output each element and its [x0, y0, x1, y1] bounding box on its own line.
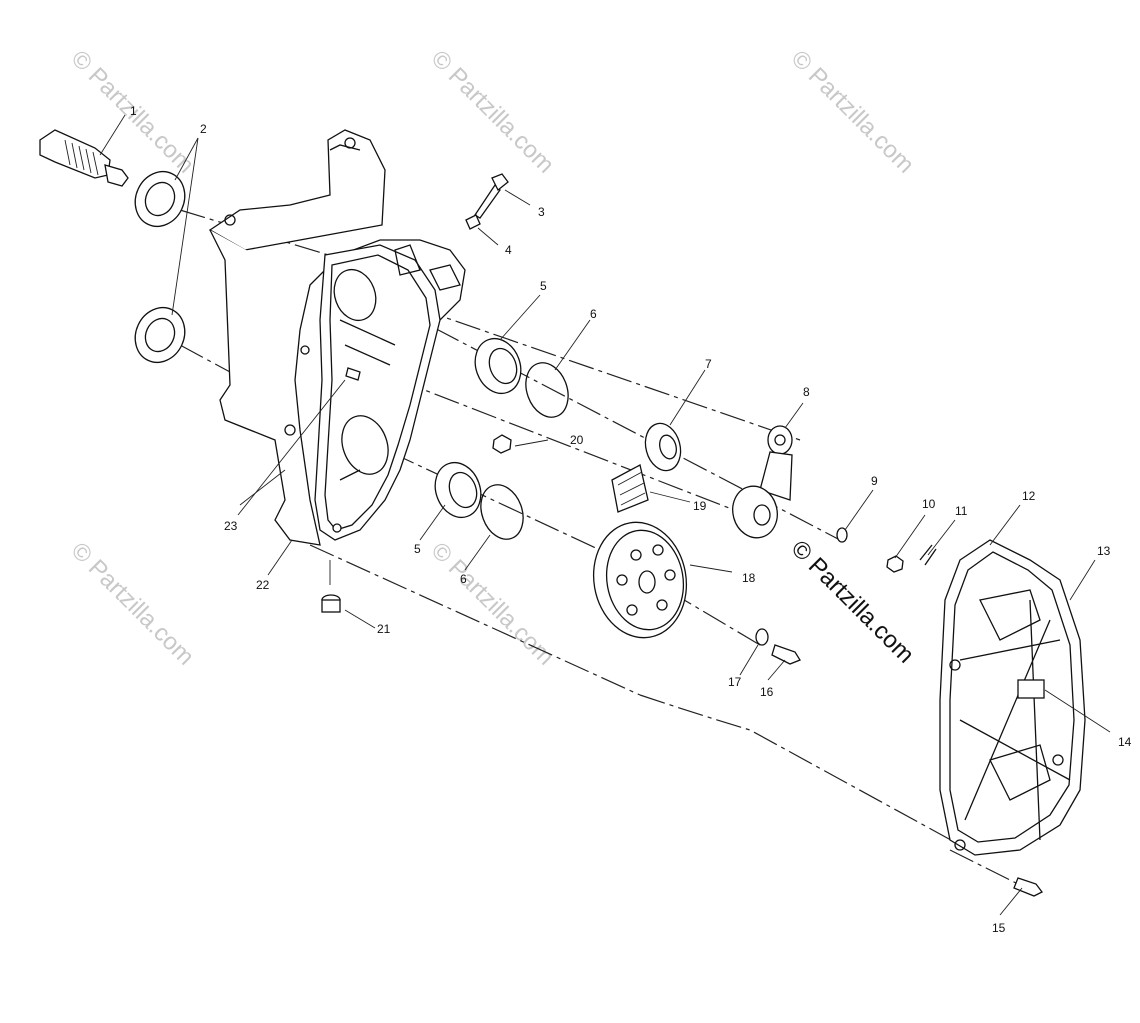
- callout-17: 17: [728, 675, 742, 689]
- callout-12: 12: [1022, 489, 1036, 503]
- callout-19: 19: [693, 499, 707, 513]
- part-chain: [611, 464, 649, 513]
- callout-4: 4: [505, 243, 512, 257]
- chaincase-housing: [208, 129, 466, 546]
- callout-23: 23: [224, 519, 238, 533]
- part-sprocket-small: [644, 422, 682, 472]
- callout-21: 21: [377, 622, 391, 636]
- part-bearings: [434, 337, 522, 519]
- callout-5b: 5: [414, 542, 421, 556]
- part-seals: [134, 171, 186, 363]
- callout-3: 3: [538, 205, 545, 219]
- part-bolt-and-nut: [465, 173, 509, 230]
- callout-6b: 6: [460, 572, 467, 586]
- part-cover-bolt: [1013, 877, 1043, 897]
- callout-15: 15: [992, 921, 1006, 935]
- callout-13: 13: [1097, 544, 1111, 558]
- part-shaft: [39, 129, 129, 187]
- watermark-main-text: © Partzilla.com: [786, 535, 919, 668]
- callout-labels: 1 2 3 4 5 6 7 8 9 10 11 12 13 14 15 16 1…: [130, 104, 1132, 935]
- callout-7: 7: [705, 357, 712, 371]
- part-plug: [321, 594, 341, 613]
- part-chaincase-cover: [939, 539, 1086, 856]
- part-sprocket-large: [592, 521, 688, 639]
- part-tensioner-arm: [732, 425, 793, 539]
- callout-6: 6: [590, 307, 597, 321]
- part-stud: [345, 367, 361, 381]
- callout-20: 20: [570, 433, 584, 447]
- watermark-text: © Partzilla.com: [66, 537, 199, 670]
- callout-22: 22: [256, 578, 270, 592]
- watermark-text: © Partzilla.com: [426, 45, 559, 178]
- part-small-hardware: [836, 527, 937, 573]
- callout-14: 14: [1118, 735, 1132, 749]
- part-snap-rings: [480, 362, 569, 540]
- callout-9: 9: [871, 474, 878, 488]
- leader-lines: [99, 114, 1111, 916]
- watermark-text: © Partzilla.com: [426, 537, 559, 670]
- part-nut-20: [492, 434, 512, 454]
- callout-2: 2: [200, 122, 207, 136]
- callout-1: 1: [130, 104, 137, 118]
- watermark-text: © Partzilla.com: [786, 45, 919, 178]
- callout-11: 11: [955, 504, 968, 518]
- callout-5: 5: [540, 279, 547, 293]
- callout-8: 8: [803, 385, 810, 399]
- callout-18: 18: [742, 571, 756, 585]
- part-washer-and-bolt: [755, 628, 801, 665]
- callout-10: 10: [922, 497, 936, 511]
- callout-16: 16: [760, 685, 774, 699]
